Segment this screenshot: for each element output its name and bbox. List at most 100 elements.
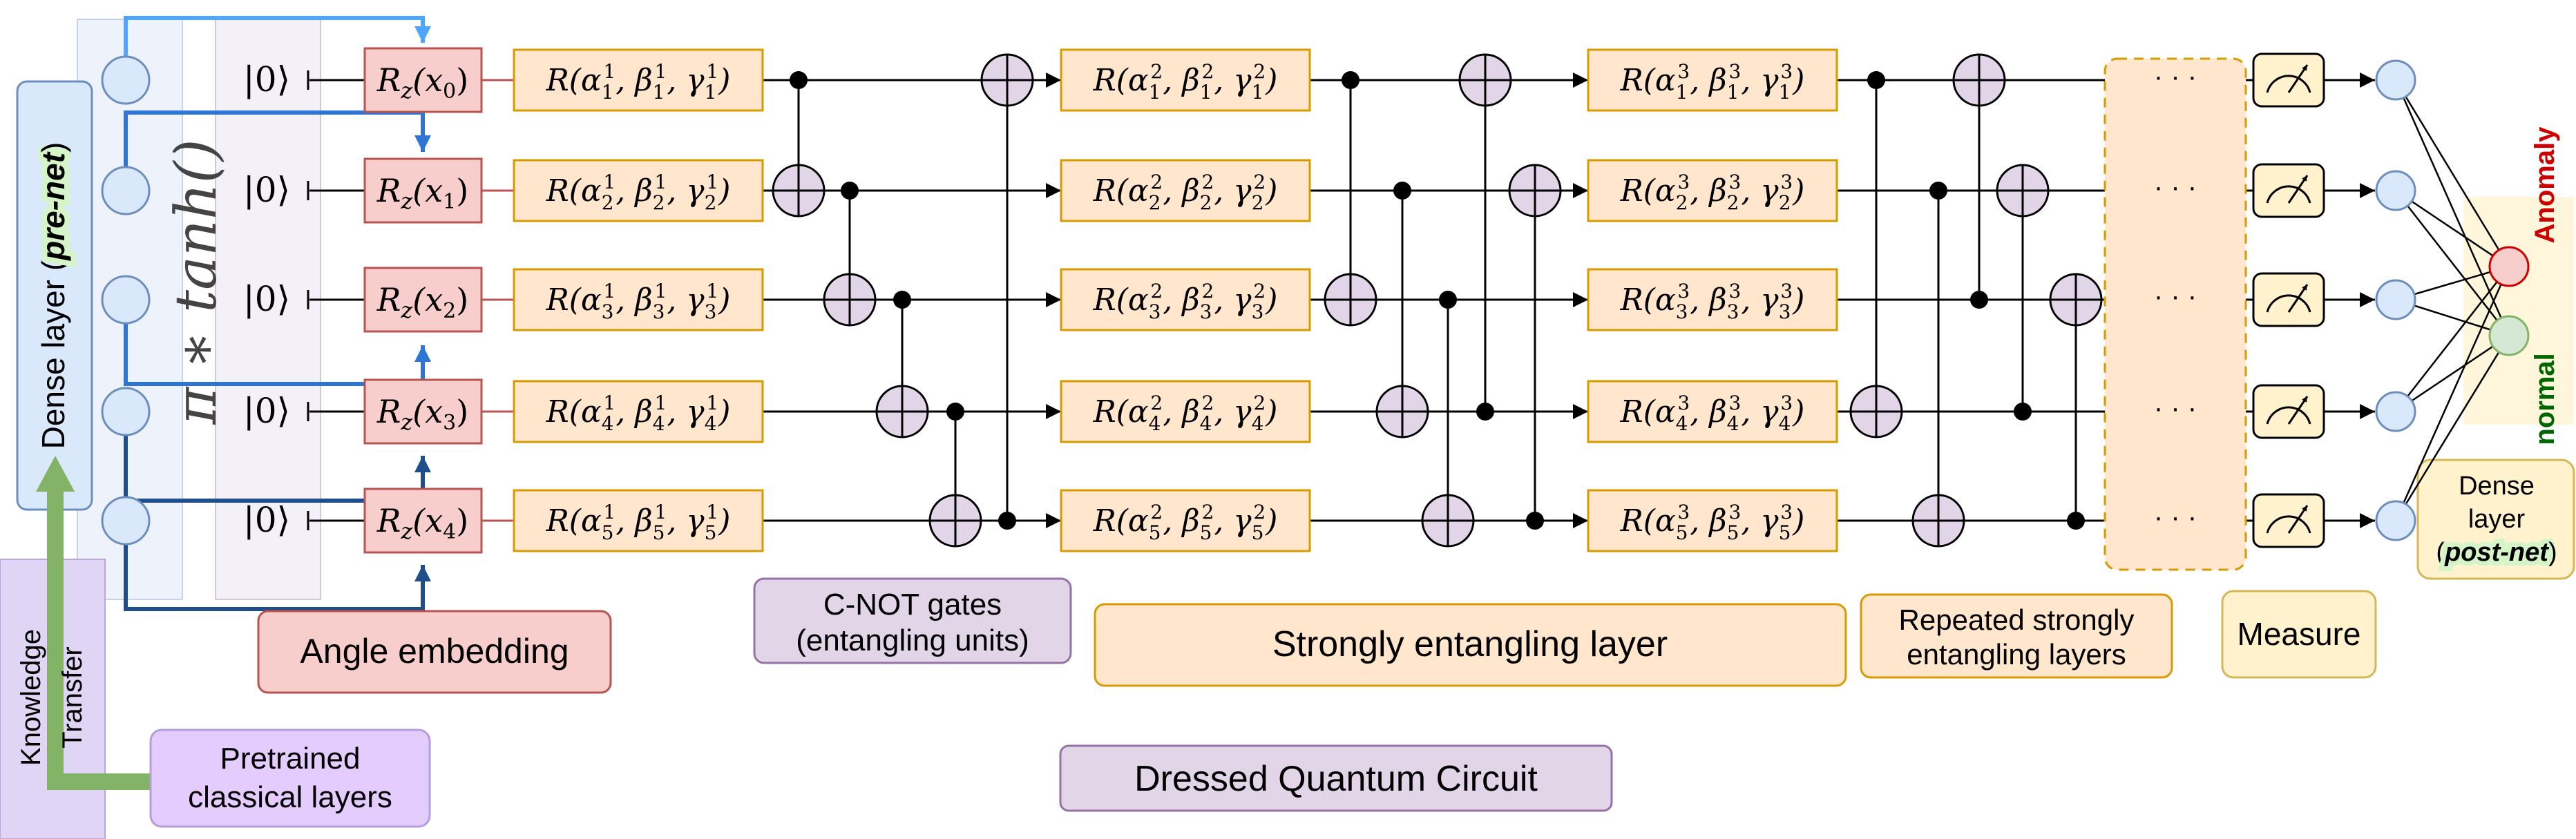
rotation-gate-label-l1-q3: R(α31, β31, γ31) (546, 280, 731, 323)
rotation-gate-label-l1-q5: R(α51, β51, γ51) (546, 501, 731, 544)
cnot-control-dot (1970, 291, 1988, 309)
cnot-7 (1421, 291, 1475, 548)
measure-gate-3 (2252, 384, 2325, 439)
meter-needle-icon (2287, 175, 2309, 204)
rotation-gate-label-l1-q4: R(α41, β41, γ41) (546, 392, 731, 435)
ellipsis-4: · · · (2154, 502, 2197, 532)
meter-arc-icon (2266, 75, 2311, 93)
repeated-layer-ellipses: · · ·· · ·· · ·· · ·· · · (2154, 61, 2197, 532)
rotation-gate-l2-q2 (1060, 159, 1311, 222)
meter-arc-icon (2266, 515, 2311, 534)
route-arrow-3 (124, 412, 431, 503)
angle-embedding-box (257, 610, 612, 694)
rz-gate-3 (363, 378, 483, 445)
angle-embedding-label: Angle embedding (300, 632, 569, 671)
cnot-label-box (753, 577, 1072, 664)
post-net-edge-n4 (2394, 335, 2510, 521)
output-strip (2463, 197, 2574, 425)
rz-gate-2 (363, 267, 483, 333)
pre-net-label: Dense layer (pre-net) (35, 142, 71, 450)
rz-gate-0 (363, 47, 483, 113)
post-net-connections (2375, 59, 2510, 541)
rz-gate-4 (363, 488, 483, 554)
ket-zero-1: |0⟩ (243, 170, 290, 210)
cnot-label-line2: (entangling units) (796, 624, 1029, 657)
rotation-gate-label-l3-q1: R(α13, β13, γ13) (1620, 60, 1805, 104)
knowledge-transfer-arrow (47, 483, 159, 790)
post-net-edge-a1 (2395, 189, 2510, 268)
cnot-0 (772, 71, 826, 218)
meter-arc-icon (2266, 185, 2311, 204)
meter-needle-icon (2287, 505, 2309, 534)
cnot-control-dot (841, 182, 859, 200)
rotation-gate-label-l3-q3: R(α33, β33, γ33) (1620, 280, 1805, 323)
measure-box (2252, 163, 2325, 218)
cnot-control-dot (1342, 71, 1359, 89)
rotation-gate-l1-q1 (513, 48, 764, 112)
cnot-12 (1952, 53, 2006, 309)
route-arrow-0 (124, 16, 431, 80)
post-net-line1: Dense (2459, 472, 2535, 501)
pretrained-box (149, 729, 431, 828)
rotation-gate-l3-q3 (1587, 268, 1838, 331)
rotation-gate-l1-q5 (513, 489, 764, 552)
rotation-gate-l1-q3 (513, 268, 764, 331)
ket-zero-0: |0⟩ (243, 59, 290, 99)
cnot-control-dot (998, 512, 1016, 530)
cnot-control-dot (1526, 512, 1544, 530)
meter-arc-icon (2266, 406, 2311, 425)
ket-zero-2: |0⟩ (243, 279, 290, 319)
cnot-control-dot (1439, 291, 1457, 309)
cnot-2 (875, 291, 929, 438)
measure-gate-1 (2252, 163, 2325, 218)
pretrained-line2: classical layers (188, 780, 392, 814)
cnot-13 (1996, 164, 2050, 421)
repeated-label-line1: Repeated strongly (1899, 604, 2135, 636)
activation-label: π ∗ tanh() (164, 139, 229, 425)
post-net-node-4 (2375, 500, 2416, 541)
route-arrow-1 (124, 110, 431, 191)
cnot-control-dot (2067, 512, 2085, 530)
knowledge-transfer-arrowhead (36, 456, 75, 492)
measure-gate-4 (2252, 493, 2325, 548)
measure-label-box (2221, 590, 2377, 679)
rz-gate-1 (363, 157, 483, 224)
cnot-3 (928, 403, 982, 548)
cnot-control-dot (1929, 182, 1947, 200)
cnot-control-dot (790, 71, 808, 89)
cnot-label-line1: C-NOT gates (823, 588, 1002, 621)
strongly-entangling-label: Strongly entangling layer (1272, 624, 1668, 664)
post-net-node-3 (2375, 391, 2416, 432)
measure-box (2252, 272, 2325, 327)
post-net-box (2416, 459, 2575, 580)
measure-box (2252, 52, 2325, 108)
cnot-8 (1458, 53, 1512, 421)
normal-label: normal (2530, 353, 2560, 445)
knowledge-transfer-line1: Knowledge (16, 629, 46, 766)
route-arrow-4 (124, 521, 431, 611)
measure-gate-0 (2252, 52, 2325, 108)
cnot-control-dot (1867, 71, 1885, 89)
rotation-gate-l1-q2 (513, 159, 764, 222)
ket-zero-4: |0⟩ (243, 500, 290, 540)
rotation-gate-label-l3-q4: R(α43, β43, γ43) (1620, 392, 1805, 435)
rotation-gate-label-l2-q5: R(α52, β52, γ52) (1093, 501, 1278, 544)
post-net-edge-n0 (2394, 79, 2510, 336)
post-net-edge-a4 (2394, 266, 2510, 521)
anomaly-label: Anomaly (2530, 126, 2560, 244)
measure-gate-2 (2252, 272, 2325, 327)
rotation-gate-l2-q4 (1060, 380, 1311, 443)
pretrained-line1: Pretrained (220, 742, 360, 775)
rotation-gate-label-l3-q2: R(α23, β23, γ23) (1620, 171, 1805, 214)
meter-needle-icon (2287, 284, 2309, 313)
anomaly-output-node (2488, 246, 2530, 287)
post-net-edge-a0 (2394, 79, 2510, 267)
cnot-gates (772, 53, 2103, 548)
ellipsis-0: · · · (2154, 61, 2197, 92)
rotation-gate-label-l1-q2: R(α21, β21, γ21) (546, 171, 731, 214)
post-net-node-2 (2375, 279, 2416, 320)
qubit-rows: |0⟩Rz(x0)|0⟩Rz(x1)|0⟩Rz(x2)|0⟩Rz(x3)|0⟩R… (243, 47, 483, 554)
repeated-label-line2: entangling layers (1907, 638, 2126, 671)
rotation-gate-label-l2-q4: R(α42, β42, γ42) (1093, 392, 1278, 435)
